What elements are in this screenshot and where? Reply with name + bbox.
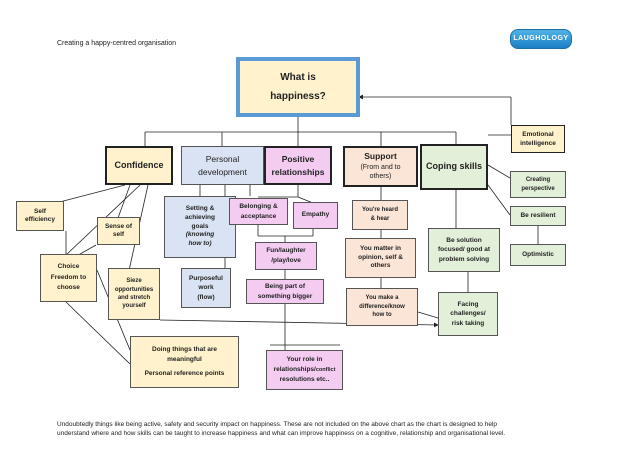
emotional-intelligence-box: Emotional intelligence xyxy=(511,125,565,153)
sieze-line3: and stretch xyxy=(117,295,151,301)
bigger-line1: Being part of xyxy=(264,283,306,291)
choice-line2: Freedom to xyxy=(50,273,87,281)
page-header-title: Creating a happy-centred organisation xyxy=(57,40,177,47)
matter-line2: opinion, self & xyxy=(358,253,403,261)
role-line3: resolutions etc.. xyxy=(279,375,330,383)
center-line2: happiness? xyxy=(270,91,326,102)
goals-line4: (knowing xyxy=(185,231,215,239)
sieze-line2: opportunities xyxy=(114,286,154,293)
coping-skills-box: Coping skills xyxy=(420,144,488,190)
belonging-line2: acceptance xyxy=(240,212,277,220)
optimistic-box: Optimistic xyxy=(510,244,566,266)
support-line2: (From and to xyxy=(360,163,401,171)
sense-of-self-box: Sense of self xyxy=(97,217,140,245)
role-line2b: conflict xyxy=(315,367,336,374)
facing-line1: Facing xyxy=(457,300,479,308)
self-efficiency-box: Self efficiency xyxy=(16,201,64,231)
perspective-line1: Creating xyxy=(525,176,551,183)
role-line2a: relationships/ xyxy=(273,366,316,374)
fun-line2: /play/love xyxy=(271,257,301,264)
resilient-label: Be resilient xyxy=(520,211,556,219)
fun-line1: Fun/laughter xyxy=(266,246,306,254)
purposeful-line2: work xyxy=(198,284,214,292)
matter-line3: others xyxy=(370,262,391,270)
doing-meaningful-box: Doing things that are meaningful Persona… xyxy=(130,336,239,388)
footer-line1: Undoubtedly things like being active, sa… xyxy=(57,421,497,428)
role-line1: Your role in xyxy=(286,356,323,364)
meaningful-line3: Personal reference points xyxy=(144,369,225,377)
facing-line3: risk taking xyxy=(451,319,485,327)
personal-development-line1: Personal xyxy=(205,153,240,164)
matter-line1: You matter in xyxy=(359,244,402,252)
being-part-box: Being part of something bigger xyxy=(246,279,324,304)
heard-line2: & hear xyxy=(370,216,390,222)
self-efficiency-line2: efficiency xyxy=(25,216,55,223)
support-line1: Support xyxy=(364,150,397,161)
you-matter-box: You matter in opinion, self & others xyxy=(345,238,416,278)
center-line1: What is xyxy=(280,72,316,83)
solution-line1: Be solution xyxy=(446,236,482,244)
choice-box: Choice Freedom to choose xyxy=(40,254,97,302)
empathy-box: Empathy xyxy=(293,202,338,229)
purposeful-line3: (flow) xyxy=(197,293,215,301)
be-solution-focused-box: Be solution focused/ good at problem sol… xyxy=(428,228,500,272)
difference-line3: how to xyxy=(372,312,392,319)
belonging-box: Belonging & acceptance xyxy=(229,198,288,225)
emotional-line1: Emotional xyxy=(522,130,554,138)
footer-note: Undoubtedly things like being active, sa… xyxy=(57,421,577,439)
heard-line1: You're heard xyxy=(362,207,398,213)
sense-of-self-line1: Sense of xyxy=(104,222,133,230)
what-is-happiness-box: What is happiness? xyxy=(236,57,360,117)
personal-development-line2: development xyxy=(198,166,247,177)
belonging-line1: Belonging & xyxy=(239,203,278,211)
facing-line2: challenges/ xyxy=(450,310,486,318)
facing-challenges-box: Facing challenges/ risk taking xyxy=(438,292,498,336)
confidence-label: Confidence xyxy=(114,159,164,170)
goals-line5: how to) xyxy=(188,240,212,248)
support-box: Support (From and to others) xyxy=(343,146,418,187)
choice-line1: Choice xyxy=(57,263,80,271)
perspective-line2: perspective xyxy=(521,185,555,192)
self-efficiency-line1: Self xyxy=(34,207,46,215)
goals-line1: Setting & xyxy=(185,205,215,213)
sieze-opportunities-box: Sieze opportunities and stretch yourself xyxy=(108,268,160,320)
laughology-logo: LAUGHOLOGY xyxy=(510,29,572,49)
your-role-box: Your role in relationships/conflict reso… xyxy=(266,350,343,390)
coping-skills-label: Coping skills xyxy=(425,161,482,172)
creating-perspective-box: Creating perspective xyxy=(510,171,566,198)
be-resilient-box: Be resilient xyxy=(510,206,566,226)
choice-line3: choose xyxy=(57,284,80,292)
personal-development-box: Personal development xyxy=(181,146,264,185)
youre-heard-box: You're heard & hear xyxy=(352,200,408,230)
goals-line3: goals xyxy=(191,222,209,230)
sense-of-self-line2: self xyxy=(112,231,125,238)
meaningful-line1: Doing things that are xyxy=(152,346,217,354)
role-line2: relationships/conflict xyxy=(274,365,336,375)
sieze-line4: yourself xyxy=(122,303,146,310)
fun-laughter-box: Fun/laughter /play/love xyxy=(255,242,317,270)
footer-line2: understand where and how skills can be t… xyxy=(57,429,506,437)
difference-line2: difference/know xyxy=(359,303,405,310)
setting-goals-box: Setting & achieving goals (knowing how t… xyxy=(164,196,236,258)
positive-relationships-line1: Positive xyxy=(281,153,315,164)
support-line3: others) xyxy=(369,173,392,181)
positive-relationships-line2: relationships xyxy=(271,166,325,177)
positive-relationships-box: Positive relationships xyxy=(264,146,332,185)
emotional-line2: intelligence xyxy=(520,140,556,147)
solution-line3: problem solving xyxy=(438,255,490,263)
purposeful-work-box: Purposeful work (flow) xyxy=(181,268,231,308)
purposeful-line1: Purposeful xyxy=(189,275,223,283)
sieze-line1: Sieze xyxy=(126,278,142,285)
solution-line2: focused/ good at xyxy=(438,246,490,254)
confidence-box: Confidence xyxy=(105,146,173,185)
difference-line1: You make a xyxy=(365,295,399,302)
bigger-line2: something bigger xyxy=(257,292,313,300)
meaningful-line2: meaningful xyxy=(167,356,202,364)
optimistic-label: Optimistic xyxy=(522,250,554,258)
empathy-label: Empathy xyxy=(301,211,330,219)
make-difference-box: You make a difference/know how to xyxy=(346,288,418,326)
goals-line2: achieving xyxy=(185,213,215,221)
